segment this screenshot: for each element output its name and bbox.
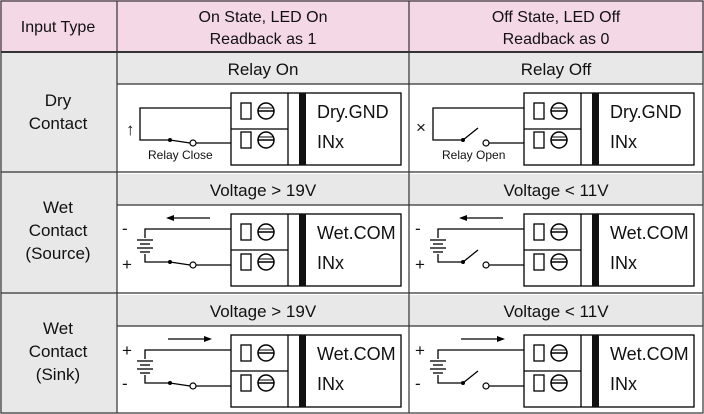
row-label-wet-sink-line1: Wet	[43, 319, 73, 338]
row-label-dry-line2: Contact	[29, 114, 88, 133]
header-off-state-line2: Readback as 0	[503, 31, 610, 48]
terminal-dry-gnd-on: Dry.GND	[317, 102, 389, 122]
row-label-wet-source-line1: Wet	[43, 198, 73, 217]
subheader-sink-on-voltage: Voltage > 19V	[210, 302, 317, 321]
subheader-source-on-voltage: Voltage > 19V	[210, 181, 317, 200]
terminal-wet-com-sink-on: Wet.COM	[317, 344, 396, 364]
header-on-state-line2: Readback as 1	[210, 31, 317, 48]
cross-icon: ×	[416, 118, 426, 137]
wet-source-off-circuit: Wet.COM INx - +	[415, 213, 695, 287]
wet-source-on-circuit: Wet.COM INx - +	[122, 213, 402, 287]
subheader-relay-off: Relay Off	[521, 60, 592, 79]
row-label-wet-sink-line3: (Sink)	[36, 365, 80, 384]
arrow-up-icon: ↑	[126, 120, 135, 139]
minus-sign: -	[122, 219, 128, 238]
row-label-dry-line1: Dry	[45, 91, 72, 110]
header-on-state-line1: On State, LED On	[199, 9, 328, 26]
dry-contact-relay-close-circuit: Dry.GND INx ↑ Relay Close	[126, 92, 402, 166]
label-relay-open: Relay Open	[442, 148, 505, 162]
terminal-inx-sink-on: INx	[317, 374, 344, 394]
minus-sign: -	[415, 374, 421, 393]
row-label-wet-source-line3: (Source)	[25, 244, 90, 263]
minus-sign: -	[415, 219, 421, 238]
subheader-relay-on: Relay On	[228, 60, 299, 79]
dry-contact-relay-open-circuit: Dry.GND INx × Relay Open	[416, 92, 695, 166]
wet-sink-on-circuit: Wet.COM INx + -	[122, 334, 402, 408]
terminal-inx-on: INx	[317, 132, 344, 152]
subheader-sink-off-voltage: Voltage < 11V	[503, 302, 609, 321]
row-label-wet-source-line2: Contact	[29, 221, 88, 240]
header-input-type: Input Type	[21, 19, 96, 36]
terminal-wet-com-source-on: Wet.COM	[317, 223, 396, 243]
plus-sign: +	[122, 341, 132, 360]
wet-sink-off-circuit: Wet.COM INx + -	[415, 334, 695, 408]
plus-sign: +	[415, 255, 425, 274]
terminal-inx-off: INx	[610, 132, 637, 152]
terminal-inx-source-on: INx	[317, 253, 344, 273]
input-type-column	[0, 52, 117, 414]
terminal-dry-gnd-off: Dry.GND	[610, 102, 682, 122]
terminal-inx-source-off: INx	[610, 253, 637, 273]
subheader-source-off-voltage: Voltage < 11V	[503, 181, 609, 200]
minus-sign: -	[122, 374, 128, 393]
terminal-wet-com-sink-off: Wet.COM	[610, 344, 689, 364]
label-relay-close: Relay Close	[148, 148, 213, 162]
plus-sign: +	[122, 255, 132, 274]
header-off-state-line1: Off State, LED Off	[492, 9, 621, 26]
terminal-inx-sink-off: INx	[610, 374, 637, 394]
plus-sign: +	[415, 341, 425, 360]
row-label-wet-sink-line2: Contact	[29, 342, 88, 361]
terminal-wet-com-source-off: Wet.COM	[610, 223, 689, 243]
